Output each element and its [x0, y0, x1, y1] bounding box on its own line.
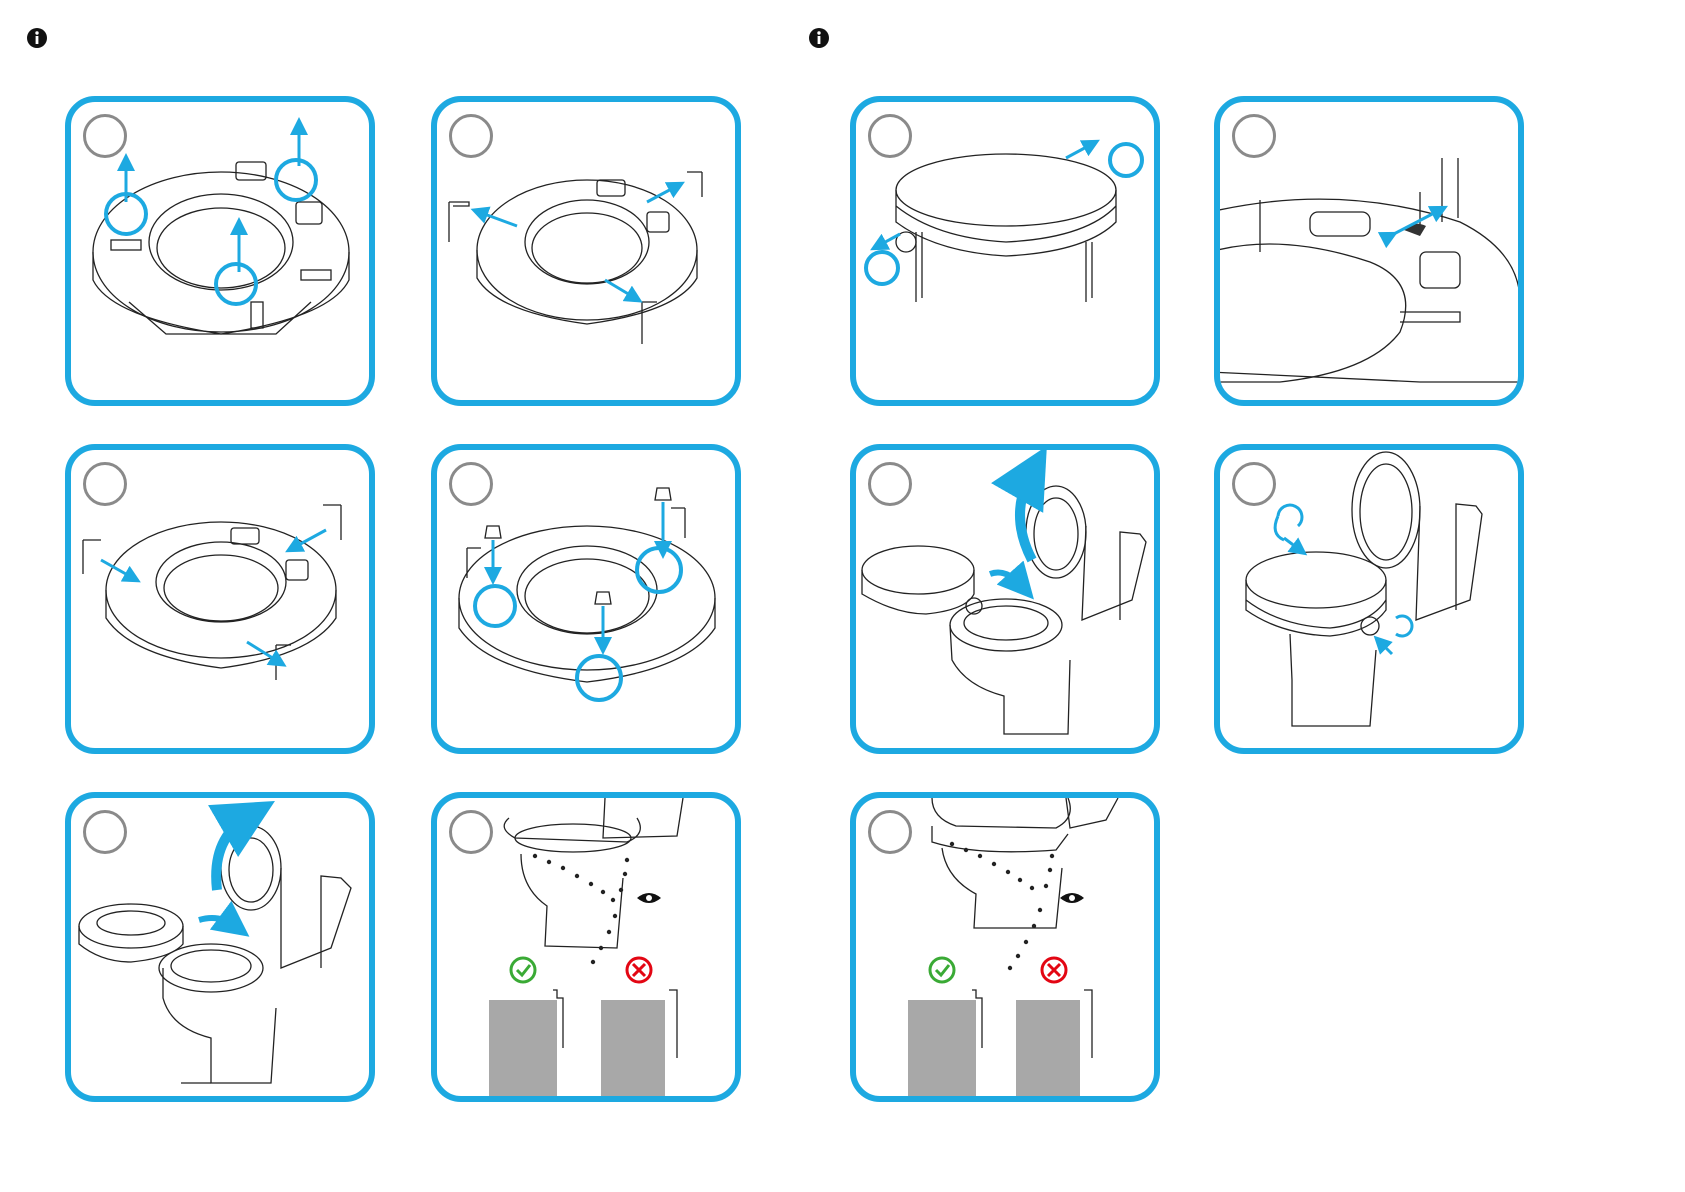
step-number-circle — [1232, 114, 1276, 158]
step-number-circle — [868, 462, 912, 506]
step-panel-11 — [850, 792, 1160, 1102]
eye-icon — [1060, 893, 1084, 903]
step-panel-9 — [850, 444, 1160, 754]
step-number-circle — [1232, 462, 1276, 506]
step-panel-5 — [65, 792, 375, 1102]
step-number-circle — [83, 810, 127, 854]
cross-circle-icon — [1042, 958, 1066, 982]
check-circle-icon — [930, 958, 954, 982]
step-panel-8 — [1214, 96, 1524, 406]
step-number-circle — [449, 810, 493, 854]
info-icon — [808, 27, 830, 49]
step-panel-3 — [65, 444, 375, 754]
step-panel-6 — [431, 792, 741, 1102]
cross-circle-icon — [627, 958, 651, 982]
step-number-circle — [83, 114, 127, 158]
step-number-circle — [449, 114, 493, 158]
step-panel-2 — [431, 96, 741, 406]
step-number-circle — [449, 462, 493, 506]
step-panel-4 — [431, 444, 741, 754]
info-icon — [26, 27, 48, 49]
step-panel-1 — [65, 96, 375, 406]
step-number-circle — [868, 114, 912, 158]
step-panel-10 — [1214, 444, 1524, 754]
eye-icon — [637, 893, 661, 903]
check-circle-icon — [511, 958, 535, 982]
step-panel-7 — [850, 96, 1160, 406]
step-number-circle — [83, 462, 127, 506]
step-number-circle — [868, 810, 912, 854]
